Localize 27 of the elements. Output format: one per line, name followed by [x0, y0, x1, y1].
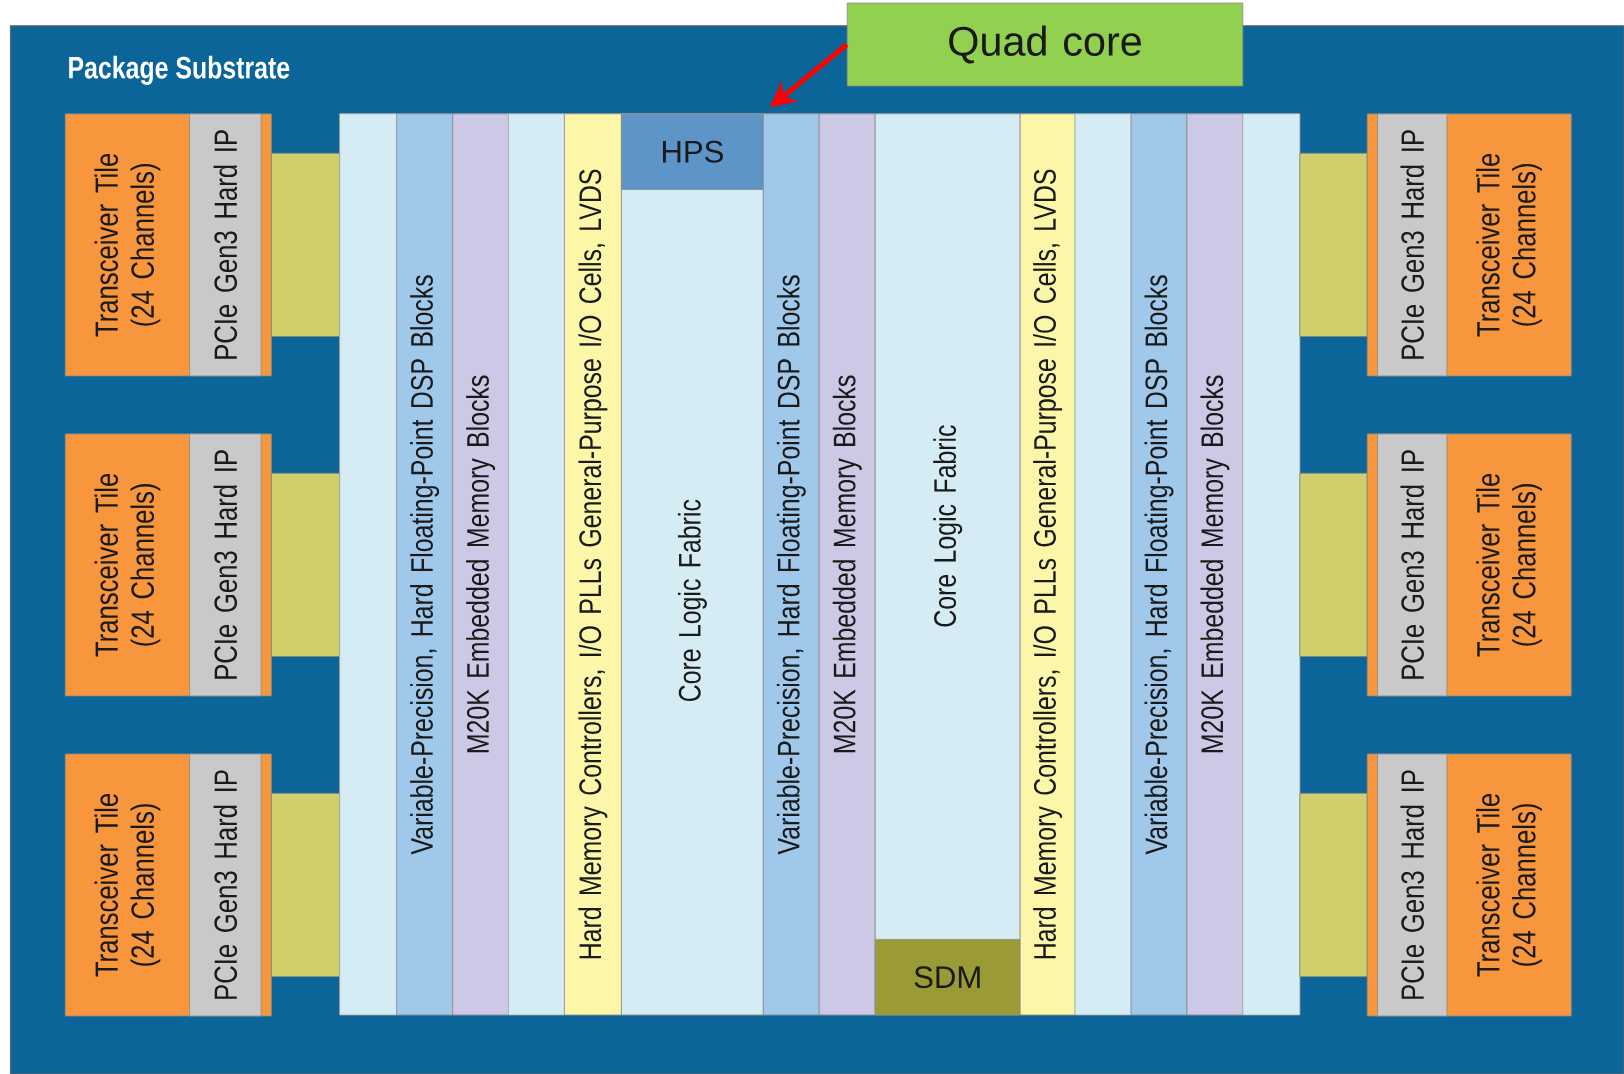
bridge-block [270, 472, 341, 657]
bridge-block [270, 792, 341, 978]
dsp-column: Variable-Precision, Hard Floating-Point DSP Blocks [396, 113, 453, 1016]
pcie-block: PCIe Gen3 Hard IP [1377, 433, 1448, 697]
pcie-block: PCIe Gen3 Hard IP [1377, 753, 1448, 1017]
logic-column [1074, 113, 1132, 1016]
memory-column: M20K Embedded Memory Blocks [452, 113, 509, 1016]
bridge-block [1299, 792, 1368, 978]
logic-column [1242, 113, 1301, 1016]
pcie-block: PCIe Gen3 Hard IP [1377, 113, 1448, 377]
bridge-block [1299, 152, 1368, 337]
logic-column [339, 113, 397, 1016]
bridge-block [270, 152, 341, 337]
dsp-column: Variable-Precision, Hard Floating-Point DSP Blocks [1130, 113, 1188, 1016]
pcie-block: PCIe Gen3 Hard IP [189, 433, 262, 697]
io-column: Hard Memory Controllers, I/O PLLs General-Purpose I/O Cells, LVDS [564, 113, 622, 1016]
memory-column: M20K Embedded Memory Blocks [818, 113, 876, 1016]
pcie-block: PCIe Gen3 Hard IP [189, 113, 262, 377]
memory-column: M20K Embedded Memory Blocks [1186, 113, 1244, 1016]
sdm-block: SDM [874, 939, 1021, 1016]
hps-block: HPS [621, 113, 764, 190]
pcie-block: PCIe Gen3 Hard IP [189, 753, 262, 1017]
callout-box: Quad core [846, 2, 1244, 87]
io-column: Hard Memory Controllers, I/O PLLs General-Purpose I/O Cells, LVDS [1019, 113, 1076, 1016]
bridge-block [1299, 472, 1368, 657]
logic-column [508, 113, 565, 1016]
dsp-column: Variable-Precision, Hard Floating-Point DSP Blocks [762, 113, 820, 1016]
